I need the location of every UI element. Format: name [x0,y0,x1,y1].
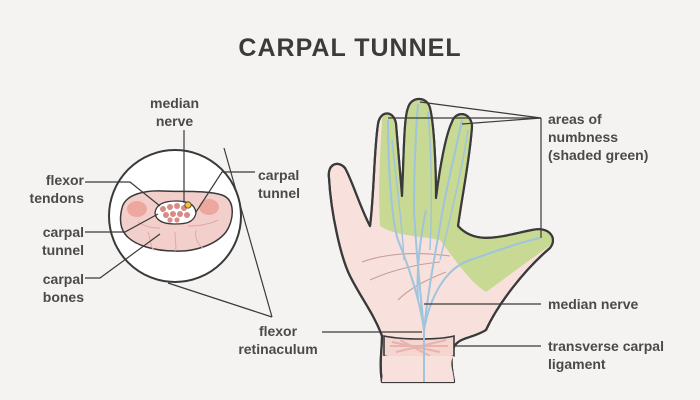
label-line: areas of [548,111,602,127]
flexor-tendons-section [160,203,190,223]
label-line: carpal [42,271,84,287]
bone-right [199,199,219,215]
label-line: transverse carpal [548,338,664,354]
label-line: retinaculum [238,341,318,357]
numbness-area [379,99,554,292]
label-line: tunnel [42,242,84,258]
label-line: tendons [29,190,84,206]
label-line: flexor [258,323,298,339]
label-flexor-retinaculum: flexor retinaculum [228,322,328,358]
median-nerve-branches [387,103,541,382]
hand-outline-stroke [327,97,555,383]
label-line: tunnel [258,185,300,201]
label-median-nerve-hand: median nerve [548,295,638,313]
label-line: carpal [42,224,84,240]
label-line: carpal [258,167,300,183]
label-transverse-carpal-ligament: transverse carpal ligament [548,337,664,373]
diagram-title: CARPAL TUNNEL [238,34,462,62]
label-line: median [150,95,200,111]
bone-left [127,201,147,217]
label-areas-of-numbness: areas of numbness (shaded green) [548,110,648,164]
label-line: flexor [45,172,84,188]
wrist-cross-section [108,149,242,283]
label-carpal-tunnel-left: carpal tunnel [18,223,84,259]
label-line: (shaded green) [548,147,649,163]
label-line: ligament [548,356,606,372]
finger-nerves [391,111,469,261]
label-carpal-bones: carpal bones [18,270,84,306]
label-line: numbness [548,129,619,145]
label-line: bones [42,289,84,305]
label-median-nerve-top: median nerve [150,94,199,130]
hand [327,97,555,384]
label-line: median nerve [548,296,639,312]
transverse-ligament [382,334,455,382]
leader-lines [85,101,542,347]
label-line: nerve [155,113,194,129]
bone-divisions [137,219,219,252]
median-nerve-section [184,201,192,209]
label-carpal-tunnel-right: carpal tunnel [258,166,300,202]
label-flexor-tendons: flexor tendons [18,171,84,207]
